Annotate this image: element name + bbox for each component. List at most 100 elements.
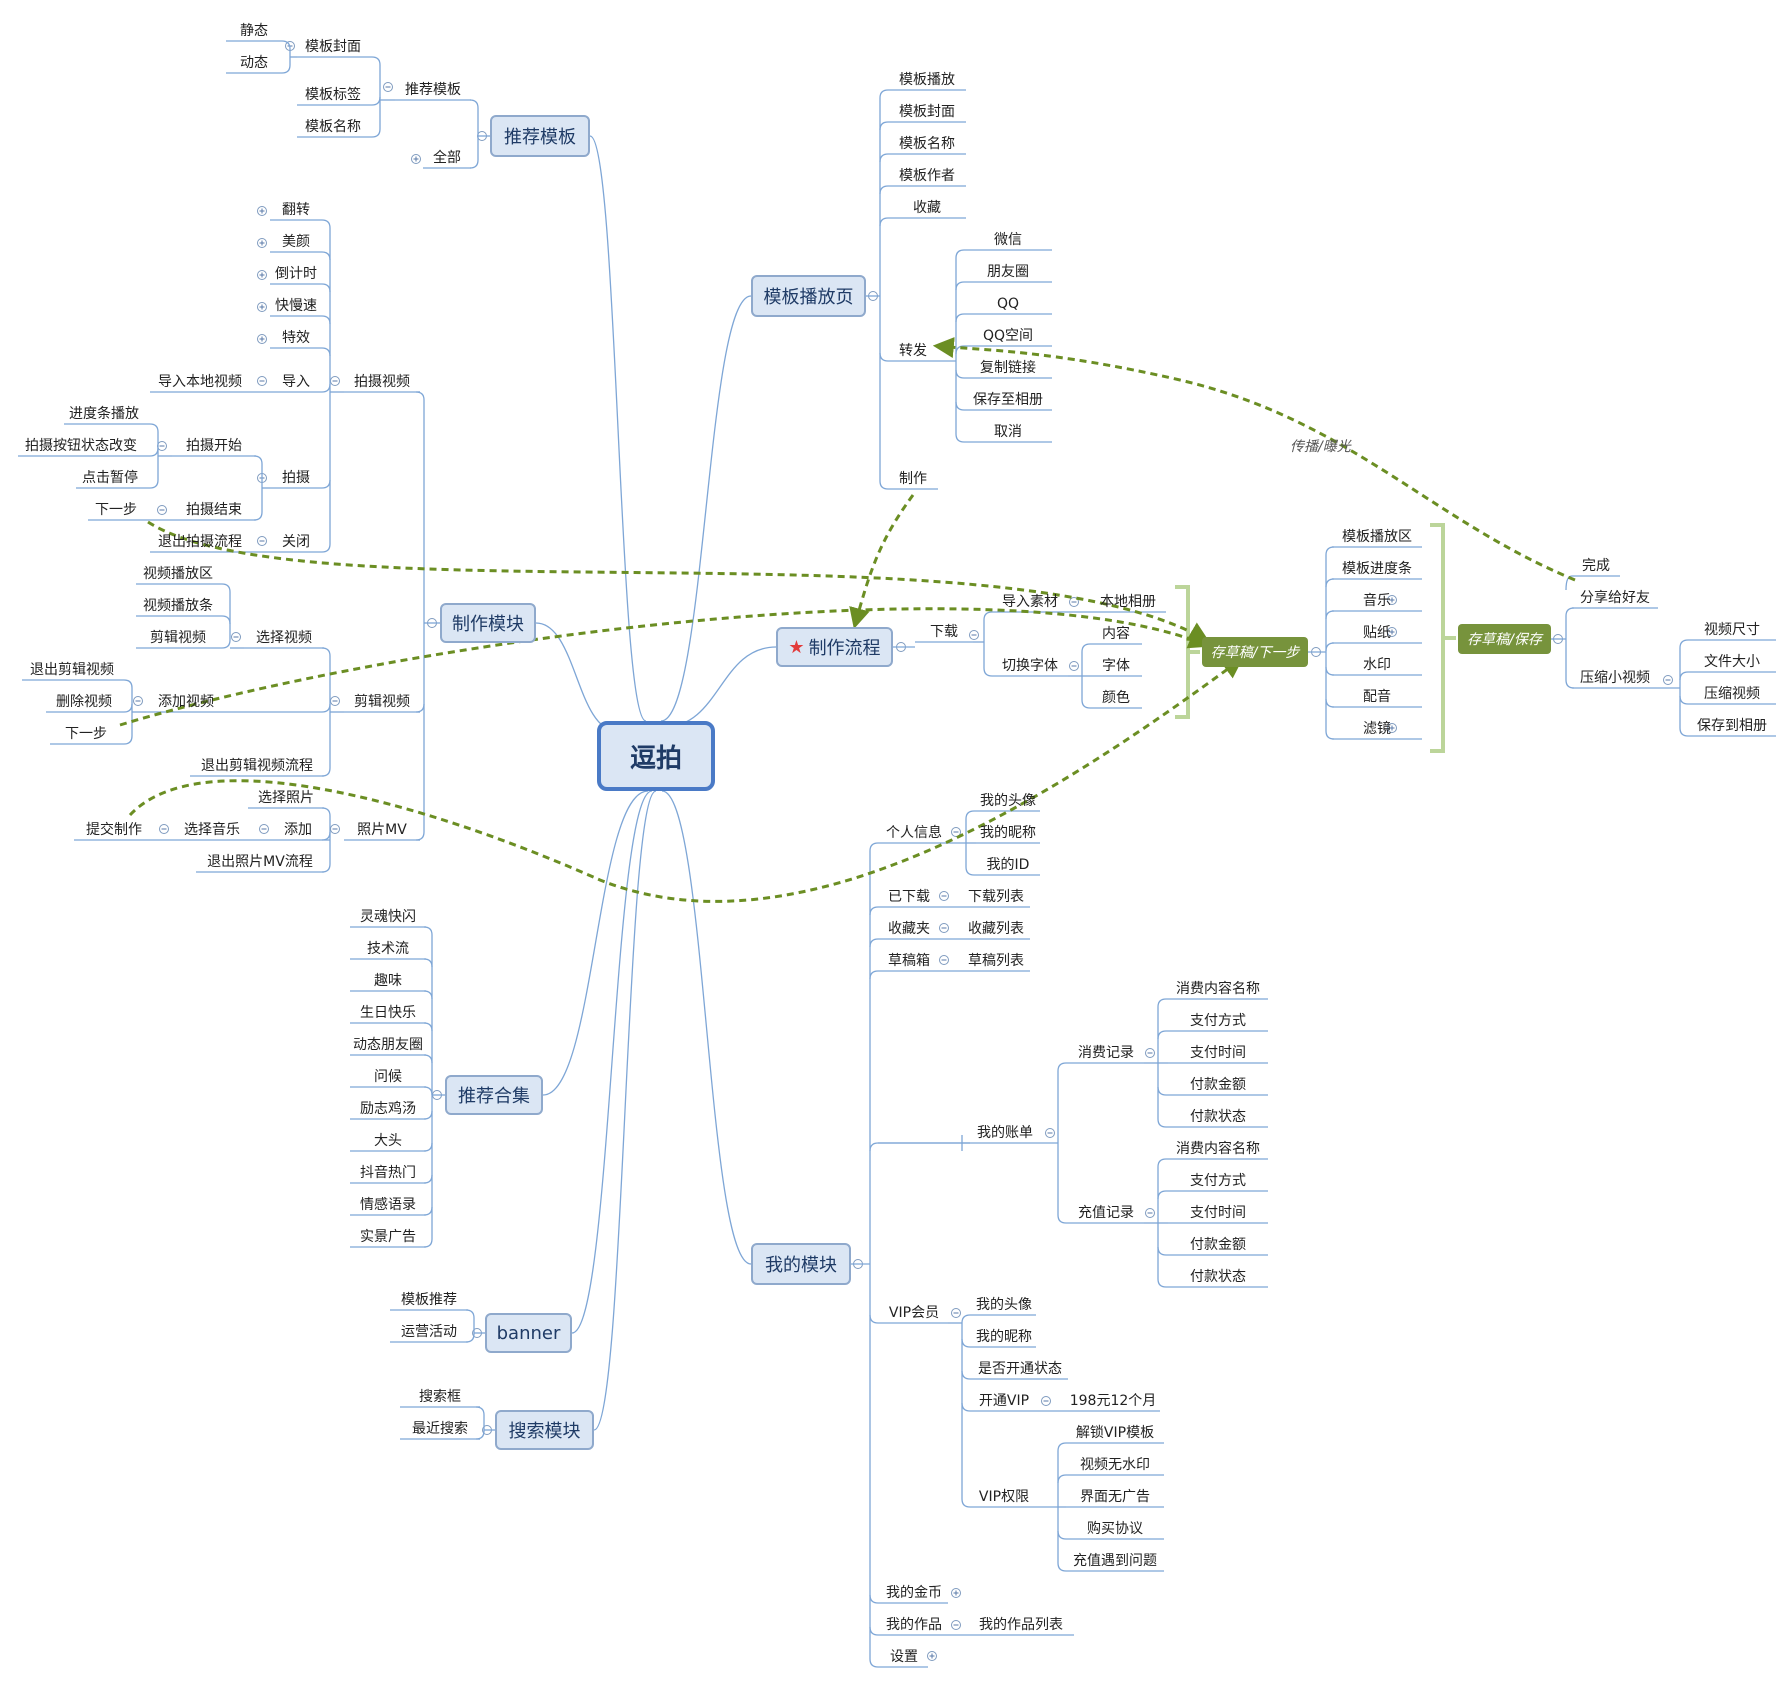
node-select-photo[interactable]: 选择照片 (258, 790, 314, 806)
node-works-list[interactable]: 我的作品列表 (979, 1617, 1063, 1633)
node-download[interactable]: 下载 (930, 624, 958, 640)
node-collection-item[interactable]: 趣味 (374, 973, 402, 989)
node-exit-clip-flow[interactable]: 退出剪辑视频流程 (201, 758, 313, 774)
node-consume-item[interactable]: 支付方式 (1190, 1013, 1246, 1029)
node-import[interactable]: 导入 (282, 374, 310, 390)
node-exit-photo-mv-flow[interactable]: 退出照片MV流程 (207, 854, 313, 870)
node-flip[interactable]: 翻转 (282, 202, 310, 218)
node-tap-pause[interactable]: 点击暂停 (82, 470, 138, 486)
node-collection-item[interactable]: 生日快乐 (360, 1005, 416, 1021)
node-play-item[interactable]: 模板名称 (899, 136, 955, 152)
node-recharge-item[interactable]: 支付方式 (1190, 1173, 1246, 1189)
root-topic[interactable]: 逗拍 (597, 721, 715, 791)
node-play-item[interactable]: 模板播放 (899, 72, 955, 88)
node-vip-right-item[interactable]: 购买协议 (1087, 1521, 1143, 1537)
node-dynamic[interactable]: 动态 (240, 55, 268, 71)
node-effects[interactable]: 特效 (282, 330, 310, 346)
node-forward-item[interactable]: QQ (996, 296, 1020, 312)
node-collection-item[interactable]: 情感语录 (360, 1197, 416, 1213)
node-add[interactable]: 添加 (284, 822, 312, 838)
node-info-item[interactable]: 我的ID (986, 857, 1030, 873)
node-downloaded[interactable]: 已下载 (888, 889, 930, 905)
node-collection-item[interactable]: 技术流 (367, 941, 409, 957)
node-consume-record[interactable]: 消费记录 (1078, 1045, 1134, 1061)
node-shoot-start[interactable]: 拍摄开始 (186, 438, 242, 454)
node-info-item[interactable]: 我的昵称 (980, 825, 1036, 841)
node-forward-item[interactable]: QQ空间 (982, 328, 1034, 344)
node-photo-mv[interactable]: 照片MV (357, 822, 407, 838)
node-editor-item[interactable]: 音乐 (1363, 593, 1391, 609)
node-import-local-video[interactable]: 导入本地视频 (158, 374, 242, 390)
node-collection-item[interactable]: 抖音热门 (360, 1165, 416, 1181)
node-recharge-item[interactable]: 消费内容名称 (1176, 1141, 1260, 1157)
node-drafts[interactable]: 草稿箱 (888, 953, 930, 969)
node-share-friend[interactable]: 分享给好友 (1580, 590, 1650, 606)
node-color[interactable]: 颜色 (1102, 690, 1130, 706)
node-editor-item[interactable]: 滤镜 (1363, 721, 1391, 737)
node-beauty[interactable]: 美颜 (282, 234, 310, 250)
node-static[interactable]: 静态 (240, 23, 268, 39)
node-next-step-1[interactable]: 下一步 (95, 502, 137, 518)
node-import-material[interactable]: 导入素材 (1002, 594, 1058, 610)
node-btn-state-change[interactable]: 拍摄按钮状态改变 (25, 438, 137, 454)
node-open-vip[interactable]: 开通VIP (978, 1393, 1030, 1409)
node-template-cover[interactable]: 模板封面 (305, 39, 361, 55)
node-exit-shoot-flow[interactable]: 退出拍摄流程 (158, 534, 242, 550)
node-speed[interactable]: 快慢速 (275, 298, 317, 314)
node-exit-clip-video[interactable]: 退出剪辑视频 (30, 662, 114, 678)
node-favorites[interactable]: 收藏夹 (888, 921, 930, 937)
node-recharge-record[interactable]: 充值记录 (1078, 1205, 1134, 1221)
node-select-video[interactable]: 选择视频 (256, 630, 312, 646)
node-editor-item[interactable]: 模板进度条 (1342, 561, 1412, 577)
topic-recommend-template[interactable]: 推荐模板 (490, 115, 590, 157)
node-personal-info[interactable]: 个人信息 (886, 825, 942, 841)
node-consume-item[interactable]: 消费内容名称 (1176, 981, 1260, 997)
node-forward-item[interactable]: 取消 (994, 424, 1022, 440)
node-play-item[interactable]: 模板封面 (899, 104, 955, 120)
node-forward-item[interactable]: 复制链接 (980, 360, 1036, 376)
node-editor-item[interactable]: 配音 (1363, 689, 1391, 705)
node-countdown[interactable]: 倒计时 (275, 266, 317, 282)
node-switch-font[interactable]: 切换字体 (1002, 658, 1058, 674)
node-make[interactable]: 制作 (899, 471, 927, 487)
node-play-item[interactable]: 收藏 (913, 200, 941, 216)
node-draft-list[interactable]: 草稿列表 (968, 953, 1024, 969)
node-draft-next[interactable]: 存草稿/下一步 (1202, 637, 1308, 667)
node-search-item[interactable]: 搜索框 (419, 1389, 461, 1405)
node-download-list[interactable]: 下载列表 (968, 889, 1024, 905)
node-add-video[interactable]: 添加视频 (158, 694, 214, 710)
node-collection-item[interactable]: 励志鸡汤 (360, 1101, 416, 1117)
node-consume-item[interactable]: 付款金额 (1190, 1077, 1246, 1093)
node-collection-item[interactable]: 动态朋友圈 (353, 1037, 423, 1053)
node-settings[interactable]: 设置 (890, 1649, 918, 1665)
node-local-album[interactable]: 本地相册 (1100, 594, 1156, 610)
node-consume-item[interactable]: 付款状态 (1190, 1109, 1246, 1125)
node-compress-item[interactable]: 文件大小 (1704, 654, 1760, 670)
node-clip-video[interactable]: 剪辑视频 (150, 630, 206, 646)
node-collection-item[interactable]: 灵魂快闪 (360, 909, 416, 925)
node-progress-play[interactable]: 进度条播放 (69, 406, 139, 422)
node-vip-right-item[interactable]: 界面无广告 (1080, 1489, 1150, 1505)
topic-my-module[interactable]: 我的模块 (751, 1243, 851, 1285)
node-forward[interactable]: 转发 (899, 343, 927, 359)
node-collection-item[interactable]: 大头 (374, 1133, 402, 1149)
node-forward-item[interactable]: 微信 (994, 232, 1022, 248)
node-video-play-area[interactable]: 视频播放区 (143, 566, 213, 582)
node-favorite-list[interactable]: 收藏列表 (968, 921, 1024, 937)
node-my-bill[interactable]: 我的账单 (977, 1125, 1033, 1141)
node-editor-item[interactable]: 贴纸 (1363, 625, 1391, 641)
node-forward-item[interactable]: 朋友圈 (987, 264, 1029, 280)
node-vip-item[interactable]: 是否开通状态 (978, 1361, 1062, 1377)
node-coins[interactable]: 我的金币 (886, 1585, 942, 1601)
node-compress-item[interactable]: 视频尺寸 (1704, 622, 1760, 638)
topic-template-play-page[interactable]: 模板播放页 (751, 275, 866, 317)
node-shoot-video[interactable]: 拍摄视频 (354, 374, 410, 390)
node-forward-item[interactable]: 保存至相册 (973, 392, 1043, 408)
topic-recommend-collection[interactable]: 推荐合集 (445, 1075, 543, 1115)
node-recharge-item[interactable]: 支付时间 (1190, 1205, 1246, 1221)
node-font[interactable]: 字体 (1102, 658, 1130, 674)
node-select-music[interactable]: 选择音乐 (184, 822, 240, 838)
node-done[interactable]: 完成 (1582, 558, 1610, 574)
node-banner-item[interactable]: 运营活动 (401, 1324, 457, 1340)
node-collection-item[interactable]: 问候 (374, 1069, 402, 1085)
